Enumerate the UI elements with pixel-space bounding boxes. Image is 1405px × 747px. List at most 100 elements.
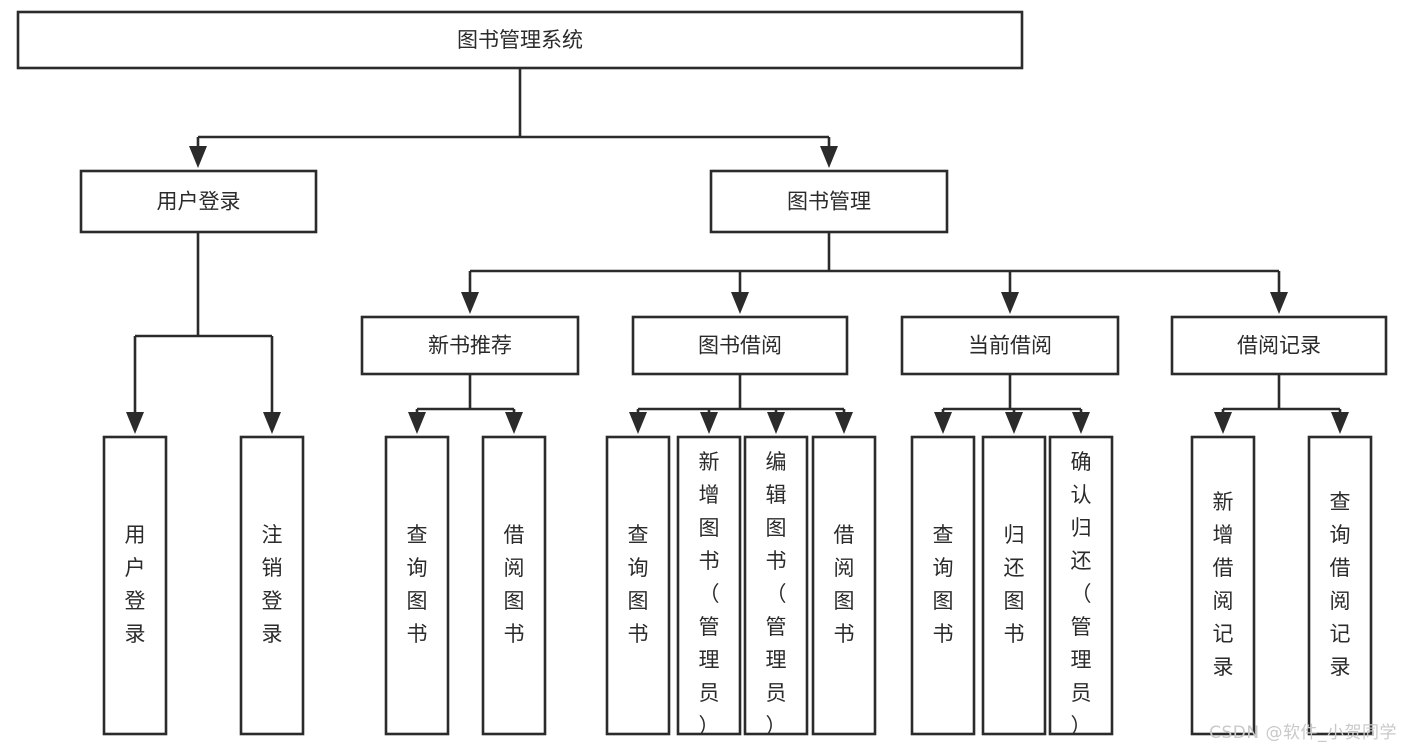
node-label-char: 销 (262, 556, 283, 580)
node-borrow-record[interactable]: 借阅记录 (1170, 315, 1388, 376)
node-label-char: （ (699, 582, 720, 606)
connector-layer (126, 68, 1349, 434)
node-book-borrow[interactable]: 图书借阅 (631, 315, 849, 376)
node-root[interactable]: 图书管理系统 (16, 10, 1024, 70)
node-label-char: 辑 (766, 483, 787, 507)
node-label-char: 员 (699, 681, 720, 705)
connector-group-borrow-record-children (1214, 374, 1349, 434)
node-label-char: 确 (1071, 450, 1092, 474)
node-label-char: 记 (1330, 622, 1351, 646)
node-label-char: 阅 (1330, 589, 1351, 613)
node-label-char: 查 (628, 523, 649, 547)
node-label: 图书管理 (787, 190, 871, 214)
connector-group-new-book-recommend-children (408, 374, 523, 434)
connector-group-user-login-children (126, 232, 281, 434)
node-label-char: （ (1071, 582, 1092, 606)
node-label-char: 询 (933, 556, 954, 580)
connector-group-root-children (189, 68, 838, 168)
node-label-char: 还 (1071, 549, 1092, 573)
watermark-text: CSDN @软件_小贺同学 (1209, 723, 1397, 743)
node-label-char: 录 (262, 622, 283, 646)
node-label-char: 图 (834, 589, 855, 613)
node-label-char: 录 (1330, 655, 1351, 679)
node-label: 用户登录 (157, 190, 241, 214)
node-label-char: 询 (1330, 523, 1351, 547)
node-user-login[interactable]: 用户登录 (79, 169, 318, 234)
node-label-char: 登 (262, 589, 283, 613)
node-label-char: 书 (699, 549, 720, 573)
node-label-char: 图 (699, 516, 720, 540)
connector-group-book-borrow-children (629, 374, 853, 434)
node-label-char: 询 (407, 556, 428, 580)
node-label-char: 借 (504, 523, 525, 547)
node-label-char: 记 (1213, 622, 1234, 646)
node-label-char: 注 (262, 523, 283, 547)
node-label-char: ） (1071, 714, 1092, 738)
node-label-char: 图 (1004, 589, 1025, 613)
node-label-char: 理 (1071, 648, 1092, 672)
node-label-char: 归 (1071, 516, 1092, 540)
node-label-char: 编 (766, 450, 787, 474)
node-label-char: 还 (1004, 556, 1025, 580)
node-label-char: 阅 (834, 556, 855, 580)
node-label-char: 认 (1071, 483, 1092, 507)
node-label-char: 用 (125, 523, 146, 547)
node-book-manage[interactable]: 图书管理 (709, 169, 949, 234)
node-label-char: 借 (1330, 556, 1351, 580)
node-label-char: 查 (933, 523, 954, 547)
node-label: 图书借阅 (698, 334, 782, 358)
node-label-char: 图 (766, 516, 787, 540)
node-label-char: 录 (1213, 655, 1234, 679)
node-leaf-user-login[interactable]: 用户登录 (102, 435, 168, 736)
node-label-char: 查 (1330, 490, 1351, 514)
node-label-char: 新 (699, 450, 720, 474)
node-label-char: （ (766, 582, 787, 606)
node-label: 图书管理系统 (457, 28, 583, 52)
node-label-char: ） (699, 714, 720, 738)
node-layer: 图书管理系统用户登录图书管理新书推荐图书借阅当前借阅借阅记录用户登录注销登录查询… (16, 10, 1388, 738)
node-label-char: 图 (407, 589, 428, 613)
node-label-char: 管 (1071, 615, 1092, 639)
node-label-char: 询 (628, 556, 649, 580)
connector-group-book-manage-children (461, 232, 1288, 314)
node-label-char: 书 (766, 549, 787, 573)
node-label-char: 书 (933, 622, 954, 646)
node-label-char: 阅 (1213, 589, 1234, 613)
node-label-char: 图 (933, 589, 954, 613)
node-label-char: 查 (407, 523, 428, 547)
node-label-char: 户 (125, 556, 146, 580)
node-label: 借阅记录 (1237, 334, 1321, 358)
node-label-char: ） (766, 714, 787, 738)
node-label-char: 书 (834, 622, 855, 646)
node-label-char: 借 (1213, 556, 1234, 580)
node-label-char: 员 (1071, 681, 1092, 705)
node-current-borrow[interactable]: 当前借阅 (900, 315, 1120, 376)
node-label-char: 理 (766, 648, 787, 672)
node-label-char: 书 (1004, 622, 1025, 646)
node-label-char: 归 (1004, 523, 1025, 547)
node-label-char: 书 (628, 622, 649, 646)
node-label: 新书推荐 (428, 334, 512, 358)
connector-group-current-borrow-children (934, 374, 1090, 434)
node-label-char: 管 (699, 615, 720, 639)
node-label-char: 录 (125, 622, 146, 646)
node-label-char: 图 (504, 589, 525, 613)
node-label-char: 借 (834, 523, 855, 547)
node-label-char: 管 (766, 615, 787, 639)
node-label-char: 增 (699, 483, 720, 507)
node-new-book-recommend[interactable]: 新书推荐 (360, 315, 580, 376)
node-label-char: 图 (628, 589, 649, 613)
